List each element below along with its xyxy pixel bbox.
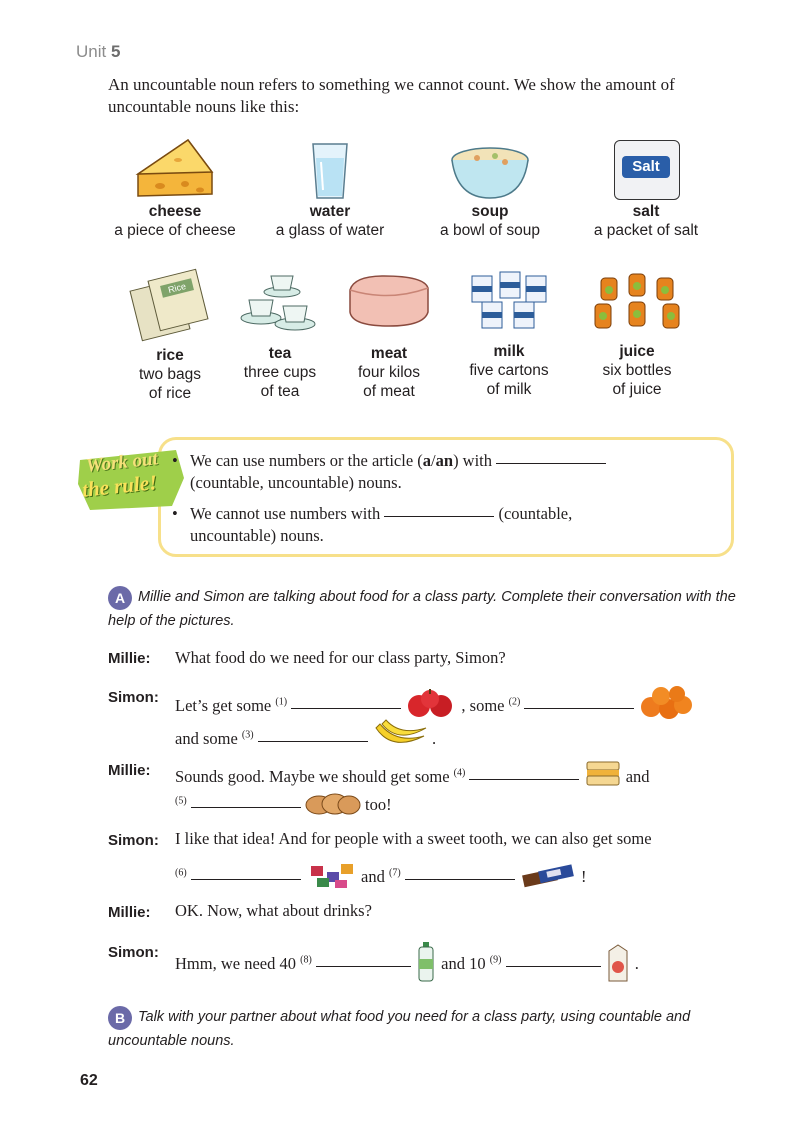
dialogue-line-5: (5) too!	[175, 790, 392, 818]
exercise-a-badge: A	[108, 586, 132, 610]
juice-bottles-icon	[594, 273, 680, 329]
unit-heading: Unit 5	[76, 42, 121, 61]
page-number: 62	[80, 1072, 98, 1089]
dialogue-line-2: Let’s get some (1) , some (2)	[175, 685, 693, 719]
apples-icon	[408, 689, 453, 717]
dialogue-line-7: (6) and (7) !	[175, 860, 587, 890]
food-soup: soup a bowl of soup	[405, 140, 575, 240]
dialogue-line-9: Hmm, we need 40 (8) and 10 (9) .	[175, 941, 639, 983]
chocolate-bars-icon	[522, 864, 574, 888]
food-meat: meat four kilos of meat	[304, 270, 474, 401]
dialogue-line-4: Sounds good. Maybe we should get some (4…	[175, 758, 650, 790]
rule-1-blank[interactable]	[496, 462, 607, 464]
blank-9[interactable]	[505, 965, 601, 967]
food-salt: Salt salt a packet of salt	[561, 138, 731, 240]
speaker-millie: Millie:	[108, 650, 151, 667]
bananas-icon	[375, 719, 427, 743]
soup-bowl-icon	[451, 147, 529, 199]
intro-paragraph: An uncountable noun refers to something …	[108, 75, 675, 116]
milk-cartons-icon	[471, 271, 547, 329]
work-out-the-rule-badge: Work out the rule!	[76, 448, 186, 510]
blank-6[interactable]	[190, 878, 301, 880]
speaker-millie: Millie:	[108, 904, 151, 921]
food-rice: Rice rice two bags of rice	[85, 268, 255, 403]
speaker-simon: Simon:	[108, 944, 159, 961]
blank-1[interactable]	[291, 707, 402, 709]
bread-rolls-icon	[305, 793, 361, 815]
food-milk: milk five cartons of milk	[424, 270, 594, 399]
cheese-icon	[135, 138, 214, 197]
food-cheese: cheese a piece of cheese	[90, 136, 260, 240]
dialogue-line-1: What food do we need for our class party…	[175, 648, 506, 667]
oranges-icon	[640, 686, 692, 719]
sweets-icon	[310, 864, 353, 888]
meat-icon	[349, 275, 429, 327]
rule-2-blank[interactable]	[384, 515, 495, 517]
exercise-b-badge: B	[108, 1006, 132, 1030]
blank-3[interactable]	[257, 740, 368, 742]
rule-badge-splash-icon	[78, 450, 184, 510]
food-juice: juice six bottles of juice	[552, 270, 722, 399]
water-bottle-icon	[418, 942, 434, 982]
speaker-millie: Millie:	[108, 762, 151, 779]
food-water: water a glass of water	[245, 140, 415, 240]
food-tea: tea three cups of tea	[195, 270, 365, 401]
salt-packet-icon: Salt	[610, 138, 682, 202]
blank-4[interactable]	[469, 778, 580, 780]
dialogue-line-8: OK. Now, what about drinks?	[175, 901, 372, 920]
juice-carton-icon	[608, 944, 628, 982]
dialogue-line-6: I like that idea! And for people with a …	[175, 829, 652, 848]
blank-7[interactable]	[404, 878, 515, 880]
blank-8[interactable]	[315, 965, 411, 967]
glass-of-water-icon	[312, 143, 348, 199]
rule-2: • We cannot use numbers with (countable,…	[172, 504, 573, 545]
blank-2[interactable]	[524, 707, 635, 709]
dialogue-line-3: and some (3) .	[175, 718, 436, 752]
blank-5[interactable]	[190, 806, 301, 808]
speaker-simon: Simon:	[108, 832, 159, 849]
sandwich-icon	[586, 761, 620, 786]
speaker-simon: Simon:	[108, 689, 159, 706]
tea-cups-icon	[240, 275, 316, 331]
rule-1: • We can use numbers or the article (a/a…	[172, 450, 710, 494]
